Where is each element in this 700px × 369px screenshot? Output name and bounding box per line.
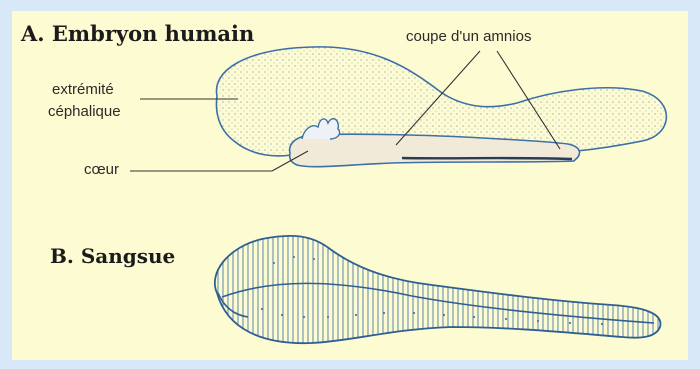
- embryo-underside: [402, 158, 572, 159]
- section-b-title: B. Sangsue: [50, 244, 175, 268]
- amnion-label: coupe d'un amnios: [406, 28, 531, 45]
- head-label-line2: céphalique: [48, 103, 121, 120]
- figure-panel: A. Embryon humain B. Sangsue extrémité c…: [12, 11, 688, 360]
- heart-label: cœur: [84, 161, 119, 178]
- embryo-drawing: [216, 47, 666, 167]
- section-a-title: A. Embryon humain: [21, 21, 254, 46]
- illustration-canvas: [12, 11, 688, 360]
- leech-body: [215, 236, 661, 343]
- head-label-line1: extrémité: [52, 81, 114, 98]
- leech-drawing: [215, 236, 661, 343]
